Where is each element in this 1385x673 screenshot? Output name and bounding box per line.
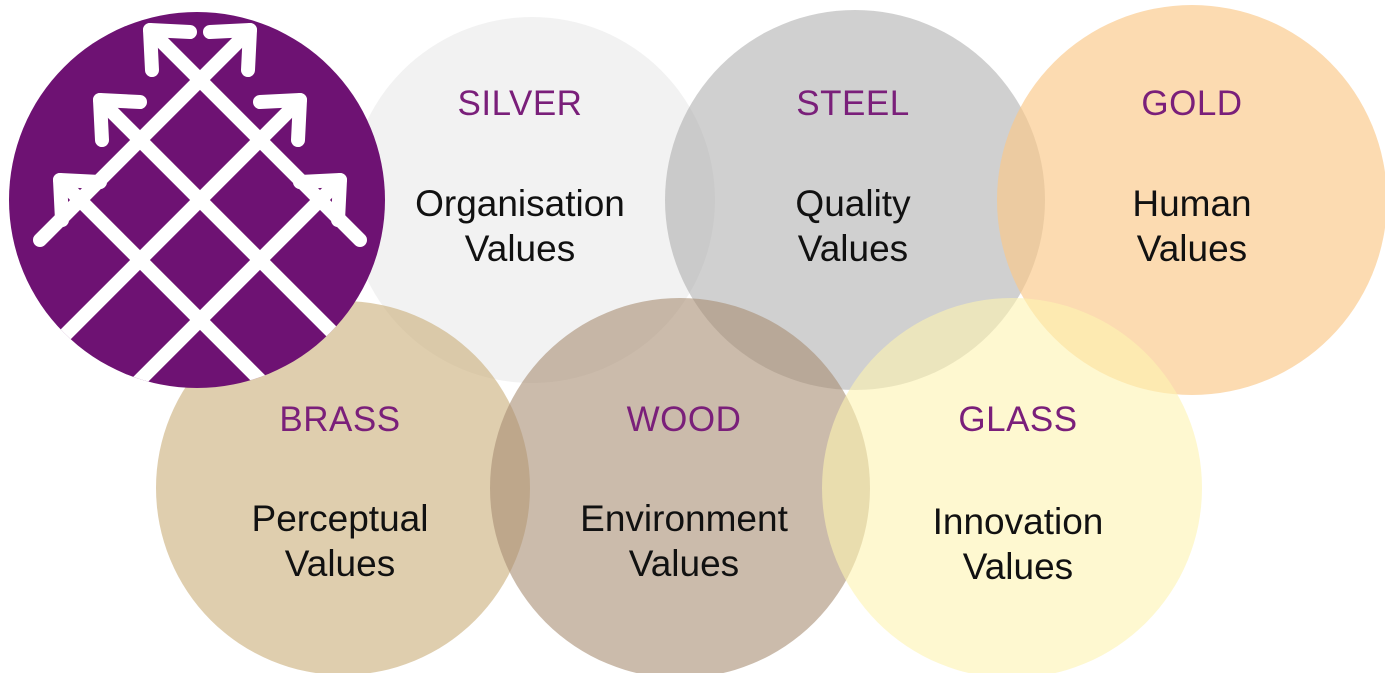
gold-value-label: Human Values bbox=[1132, 181, 1251, 271]
glass-value-label: Innovation Values bbox=[933, 499, 1104, 589]
gold-value-line1: Human bbox=[1132, 183, 1252, 224]
silver-value-label: Organisation Values bbox=[415, 181, 625, 271]
brass-value-line2: Values bbox=[284, 543, 396, 584]
silver-circle bbox=[349, 17, 715, 383]
gold-metal-label: GOLD bbox=[1141, 84, 1243, 123]
steel-value-line2: Values bbox=[797, 228, 909, 269]
glass-metal-label: GLASS bbox=[958, 400, 1078, 439]
silver-value-line2: Values bbox=[464, 228, 576, 269]
gold-circle bbox=[997, 5, 1385, 395]
wood-value-line1: Environment bbox=[580, 498, 788, 539]
logo bbox=[9, 12, 385, 388]
brass-metal-label: BRASS bbox=[279, 400, 401, 439]
silver-metal-label: SILVER bbox=[457, 84, 583, 123]
brass-circle bbox=[156, 301, 530, 673]
silver-value-line1: Organisation bbox=[415, 183, 625, 224]
wood-value-label: Environment Values bbox=[580, 496, 788, 586]
steel-value-line1: Quality bbox=[795, 183, 911, 224]
steel-metal-label: STEEL bbox=[796, 84, 910, 123]
steel-value-label: Quality Values bbox=[795, 181, 910, 271]
brass-value-line1: Perceptual bbox=[251, 498, 429, 539]
glass-value-line1: Innovation bbox=[932, 501, 1104, 542]
glass-value-line2: Values bbox=[962, 546, 1074, 587]
gold-value-line2: Values bbox=[1136, 228, 1248, 269]
steel-circle bbox=[665, 10, 1045, 390]
diamond-lattice-arrows-icon bbox=[33, 23, 367, 388]
wood-value-line2: Values bbox=[628, 543, 740, 584]
glass-circle bbox=[822, 298, 1202, 673]
wood-metal-label: WOOD bbox=[626, 400, 742, 439]
wood-circle bbox=[490, 298, 870, 673]
brass-value-label: Perceptual Values bbox=[252, 496, 429, 586]
